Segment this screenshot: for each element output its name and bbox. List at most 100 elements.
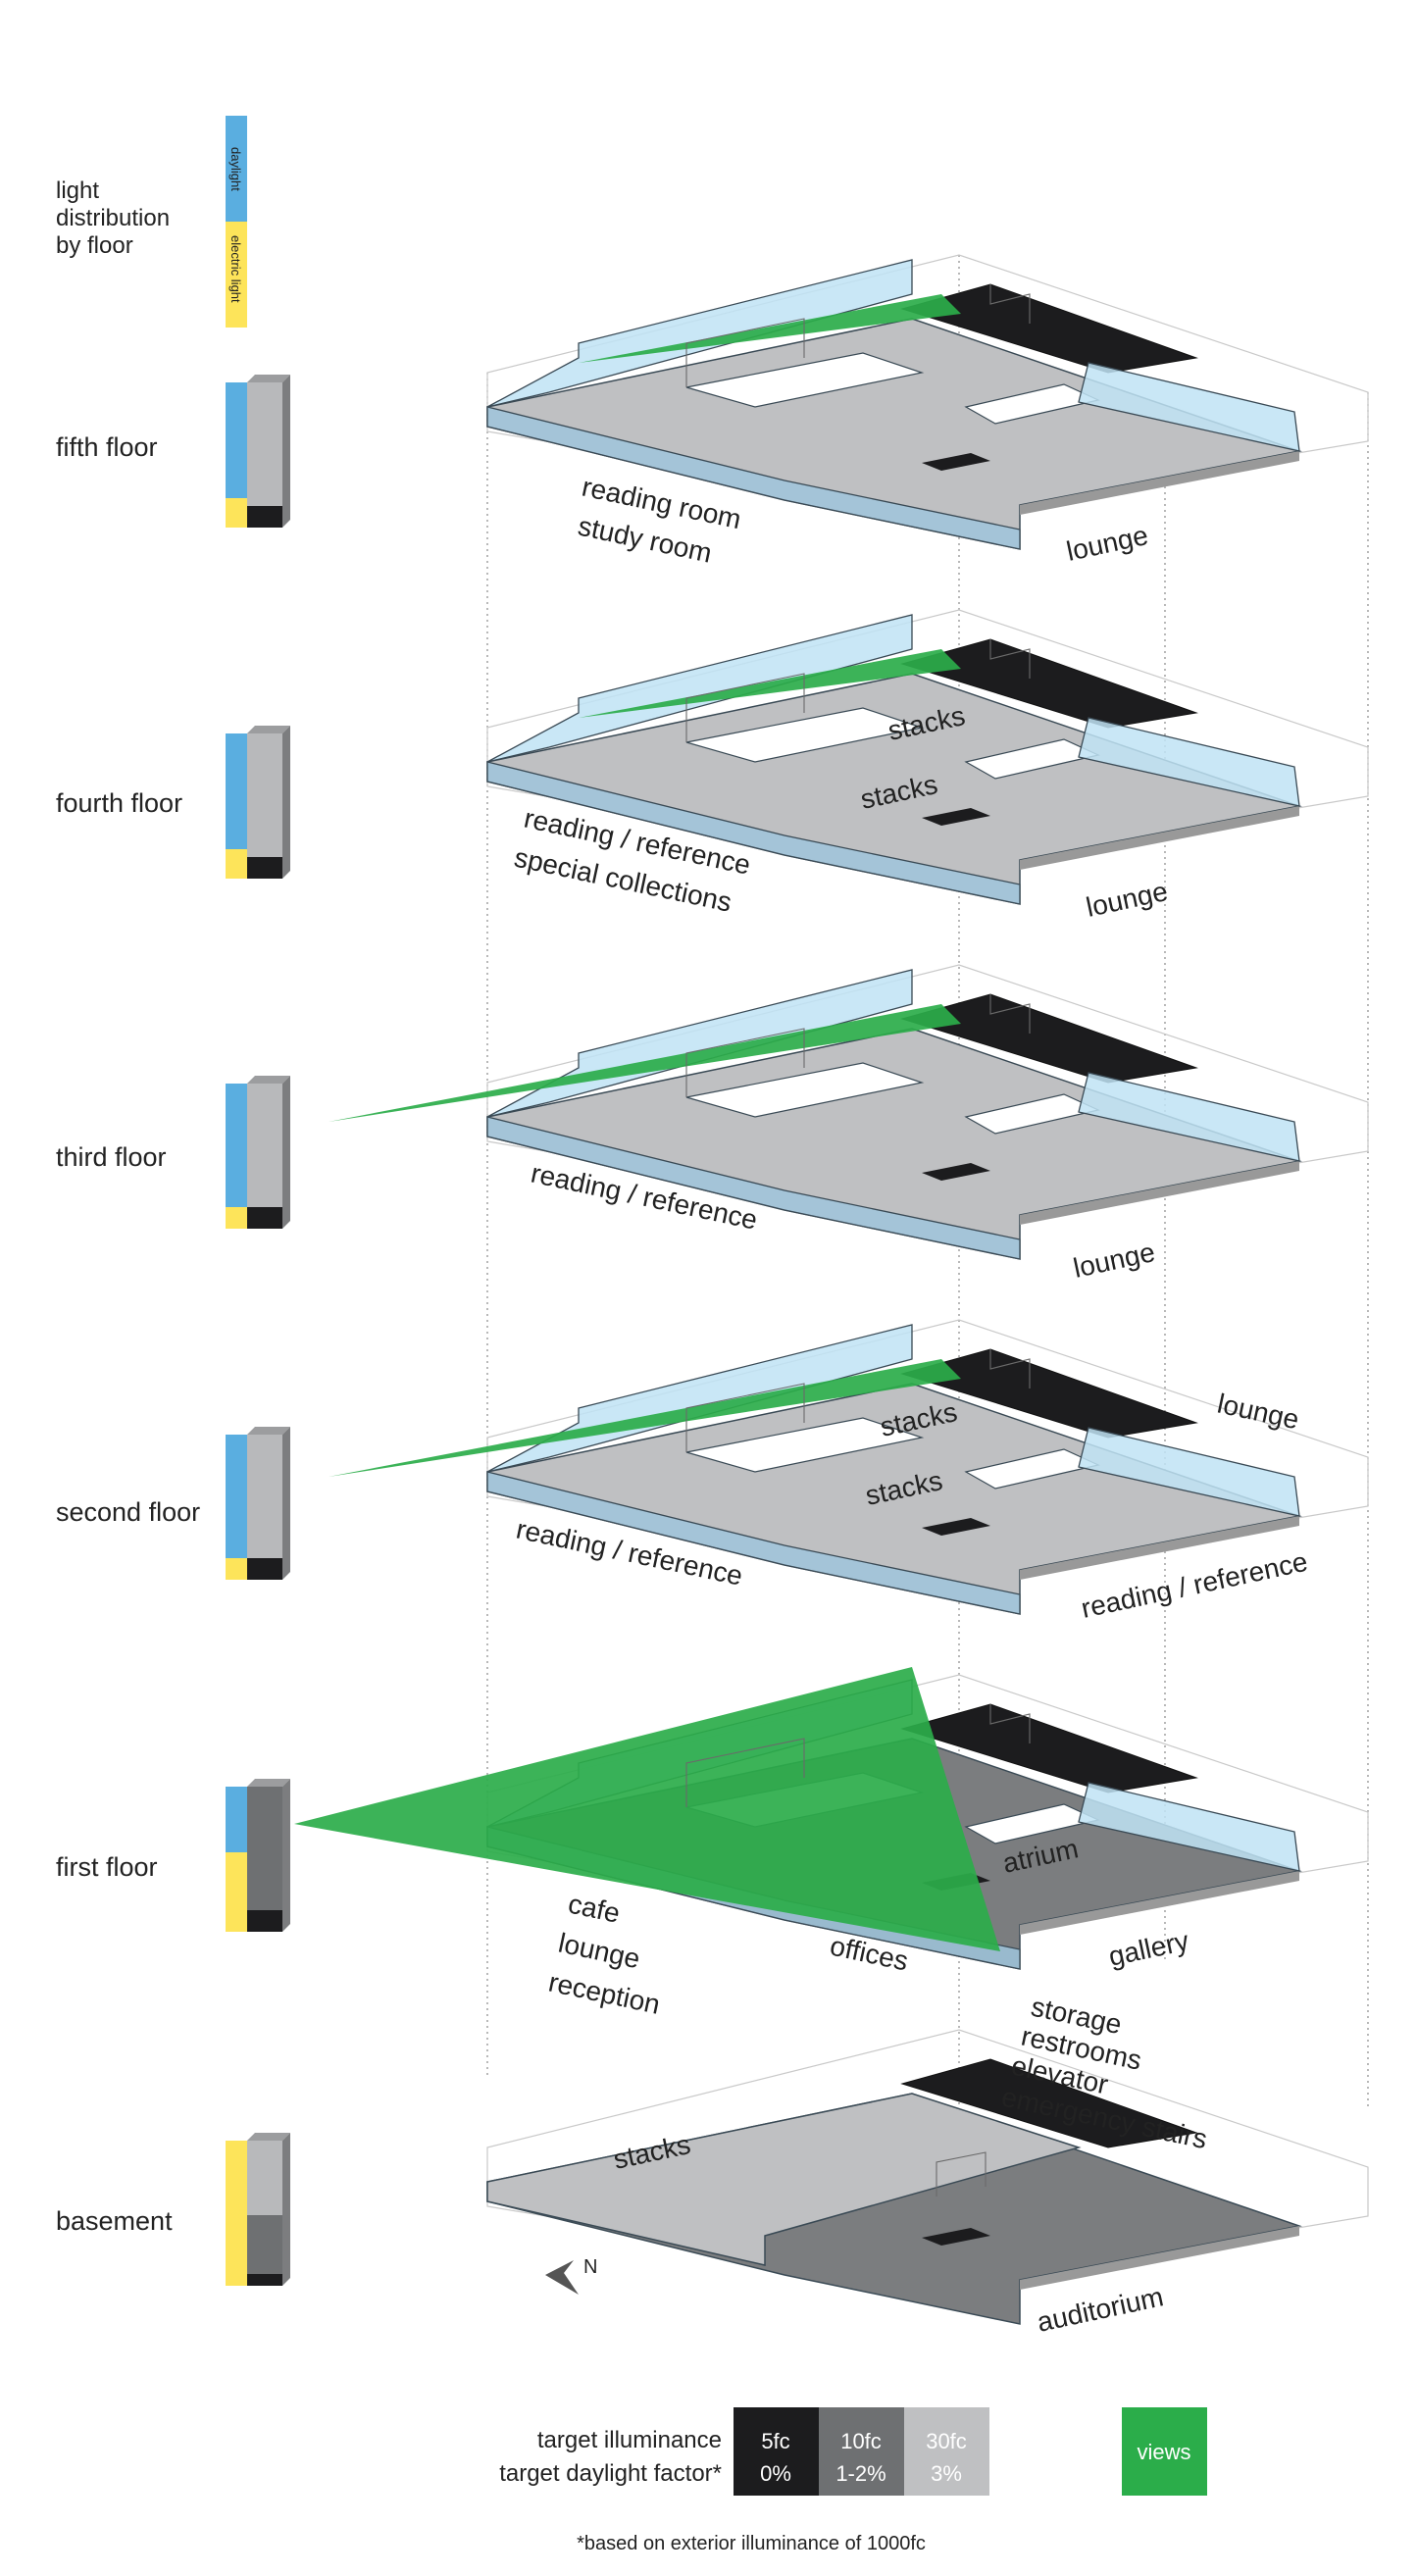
views-wedge — [579, 649, 961, 718]
dark-core — [900, 993, 1198, 1084]
legend-daylight-label: daylight — [228, 147, 243, 191]
bar-lower — [247, 1910, 282, 1932]
glass-zone-east — [1078, 1072, 1300, 1162]
bar-side — [282, 375, 290, 528]
daylight-portion — [226, 1435, 247, 1558]
light-bar-fourth — [226, 726, 290, 879]
floor-plate-first — [294, 1667, 1369, 1970]
daylight-portion — [226, 1787, 247, 1852]
atrium-opening — [685, 352, 925, 408]
envelope-outline — [486, 254, 1369, 511]
floor-plate-basement — [486, 2029, 1369, 2325]
footnote: *based on exterior illuminance of 1000fc — [577, 2533, 926, 2554]
bar-upper — [247, 1435, 282, 1558]
north-label: N — [583, 2256, 597, 2278]
north-arrow: N — [545, 2256, 597, 2295]
electric-portion — [226, 1852, 247, 1932]
room-label-first-5: gallery — [1106, 1925, 1191, 1971]
bar-upper — [247, 1084, 282, 1207]
glass-zone-east — [1078, 1427, 1300, 1517]
envelope-outline — [486, 609, 1369, 866]
legend-light-distribution: light distribution by floor daylight ele… — [56, 116, 247, 328]
swatch-2: 10fc 1-2% — [819, 2407, 904, 2496]
wall-outline — [685, 1383, 805, 1452]
wall-outline — [685, 1738, 805, 1807]
swatch-illuminance: 5fc — [761, 2429, 789, 2453]
electric-portion — [226, 2141, 247, 2286]
legend-title-line-3: by floor — [56, 232, 133, 259]
swatch-illuminance: 10fc — [840, 2429, 882, 2453]
electric-portion — [226, 498, 247, 528]
legend-electric-label: electric light — [228, 235, 243, 303]
room-label-fifth-3: lounge — [1064, 520, 1151, 567]
room-label-fourth-3: lounge — [1084, 876, 1171, 923]
slab-edge — [1020, 1161, 1299, 1225]
envelope-outline — [486, 2029, 1369, 2286]
daylight-portion — [226, 733, 247, 849]
floor-label-third: third floor — [56, 1142, 167, 1172]
swatch-fill — [819, 2407, 904, 2496]
bar-upper — [247, 1787, 282, 1910]
floor-label-fourth: fourth floor — [56, 788, 182, 818]
glass-zone-south — [486, 406, 1021, 550]
swatch-factor: 3% — [931, 2461, 962, 2486]
dark-shaft — [922, 1518, 990, 1536]
dark-shaft — [922, 1163, 990, 1181]
floor-plate-second — [329, 1319, 1369, 1615]
floor-light-bars — [226, 375, 290, 2286]
swatch-factor: 1-2% — [835, 2461, 886, 2486]
views-wedge — [329, 1359, 961, 1477]
bar-upper — [247, 382, 282, 506]
light-bar-third — [226, 1076, 290, 1229]
bar-upper — [247, 2141, 282, 2215]
views-swatch — [1122, 2407, 1207, 2496]
dark-core — [900, 638, 1198, 729]
glass-zone-north — [486, 259, 913, 408]
floor-plate-fifth — [486, 254, 1369, 550]
bar-lower — [247, 1558, 282, 1580]
bar-side — [282, 1076, 290, 1229]
illuminance-legend: target illuminance target daylight facto… — [499, 2407, 1207, 2554]
light-bar-fifth — [226, 375, 290, 528]
bar-side — [282, 1779, 290, 1932]
legend-title-line-2: distribution — [56, 205, 170, 231]
bar-top — [247, 1427, 290, 1435]
glass-zone-east — [1078, 362, 1300, 452]
bar-top — [247, 2133, 290, 2141]
dark-core — [900, 2058, 1198, 2148]
views-wedge — [294, 1667, 1000, 1951]
wall-outline-2 — [989, 1349, 1031, 1389]
light-bar-basement — [226, 2133, 290, 2286]
room-label-third-2: lounge — [1071, 1237, 1158, 1284]
electric-portion — [226, 849, 247, 879]
bar-top — [247, 375, 290, 382]
floor-label-first: first floor — [56, 1852, 158, 1882]
bar-lower — [247, 1207, 282, 1229]
glass-zone-north — [486, 614, 913, 763]
floor-slab-light — [486, 2093, 1082, 2266]
bar-side — [282, 2133, 290, 2286]
legend-daylight-swatch — [226, 116, 247, 222]
floor-label-fifth: fifth floor — [56, 432, 158, 462]
bar-side — [282, 726, 290, 879]
bar-top — [247, 726, 290, 733]
elevator-outline — [936, 2151, 987, 2197]
swatch-fill — [734, 2407, 819, 2496]
views-wedge — [329, 1004, 961, 1122]
glass-zone-south — [486, 1116, 1021, 1260]
electric-portion — [226, 1558, 247, 1580]
floor-label-basement: basement — [56, 2206, 173, 2236]
floor-plate-third — [329, 964, 1369, 1260]
bar-top — [247, 1076, 290, 1084]
glass-zone-east — [1078, 1782, 1300, 1872]
bar-upper — [247, 733, 282, 857]
swatch-factor: 0% — [760, 2461, 791, 2486]
slab-edge — [1020, 806, 1299, 870]
room-label-first-1: cafe — [566, 1889, 623, 1929]
bar-side — [282, 1427, 290, 1580]
floor-label-second: second floor — [56, 1497, 200, 1527]
